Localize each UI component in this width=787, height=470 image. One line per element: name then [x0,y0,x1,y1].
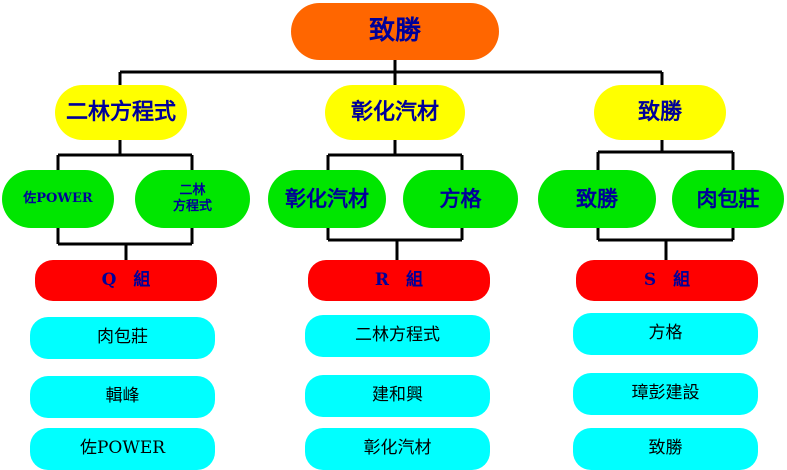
group-header-q: Q 組 [35,260,217,301]
team-node: 肉包莊 [672,170,784,228]
group-header-s: S 組 [576,260,758,301]
member-item: 致勝 [573,428,758,470]
branch-node-zhanghua: 彰化汽材 [325,85,465,140]
team-node: 致勝 [538,170,656,228]
member-item: 輯峰 [30,376,215,418]
member-item: 方格 [573,313,758,355]
team-node: 佐POWER [2,170,114,228]
team-node: 彰化汽材 [268,170,386,228]
branch-node-zhisheng: 致勝 [594,85,726,140]
member-item: 建和興 [305,375,490,417]
team-node: 方格 [403,170,518,228]
team-node: 二林 方程式 [135,170,250,228]
branch-node-erlin: 二林方程式 [55,85,187,140]
member-item: 彰化汽材 [305,428,490,470]
member-item: 二林方程式 [305,315,490,357]
member-item: 璋彭建設 [573,373,758,415]
member-item: 佐POWER [30,428,215,470]
root-node: 致勝 [291,3,499,60]
group-header-r: R 組 [308,260,490,301]
member-item: 肉包莊 [30,317,215,359]
